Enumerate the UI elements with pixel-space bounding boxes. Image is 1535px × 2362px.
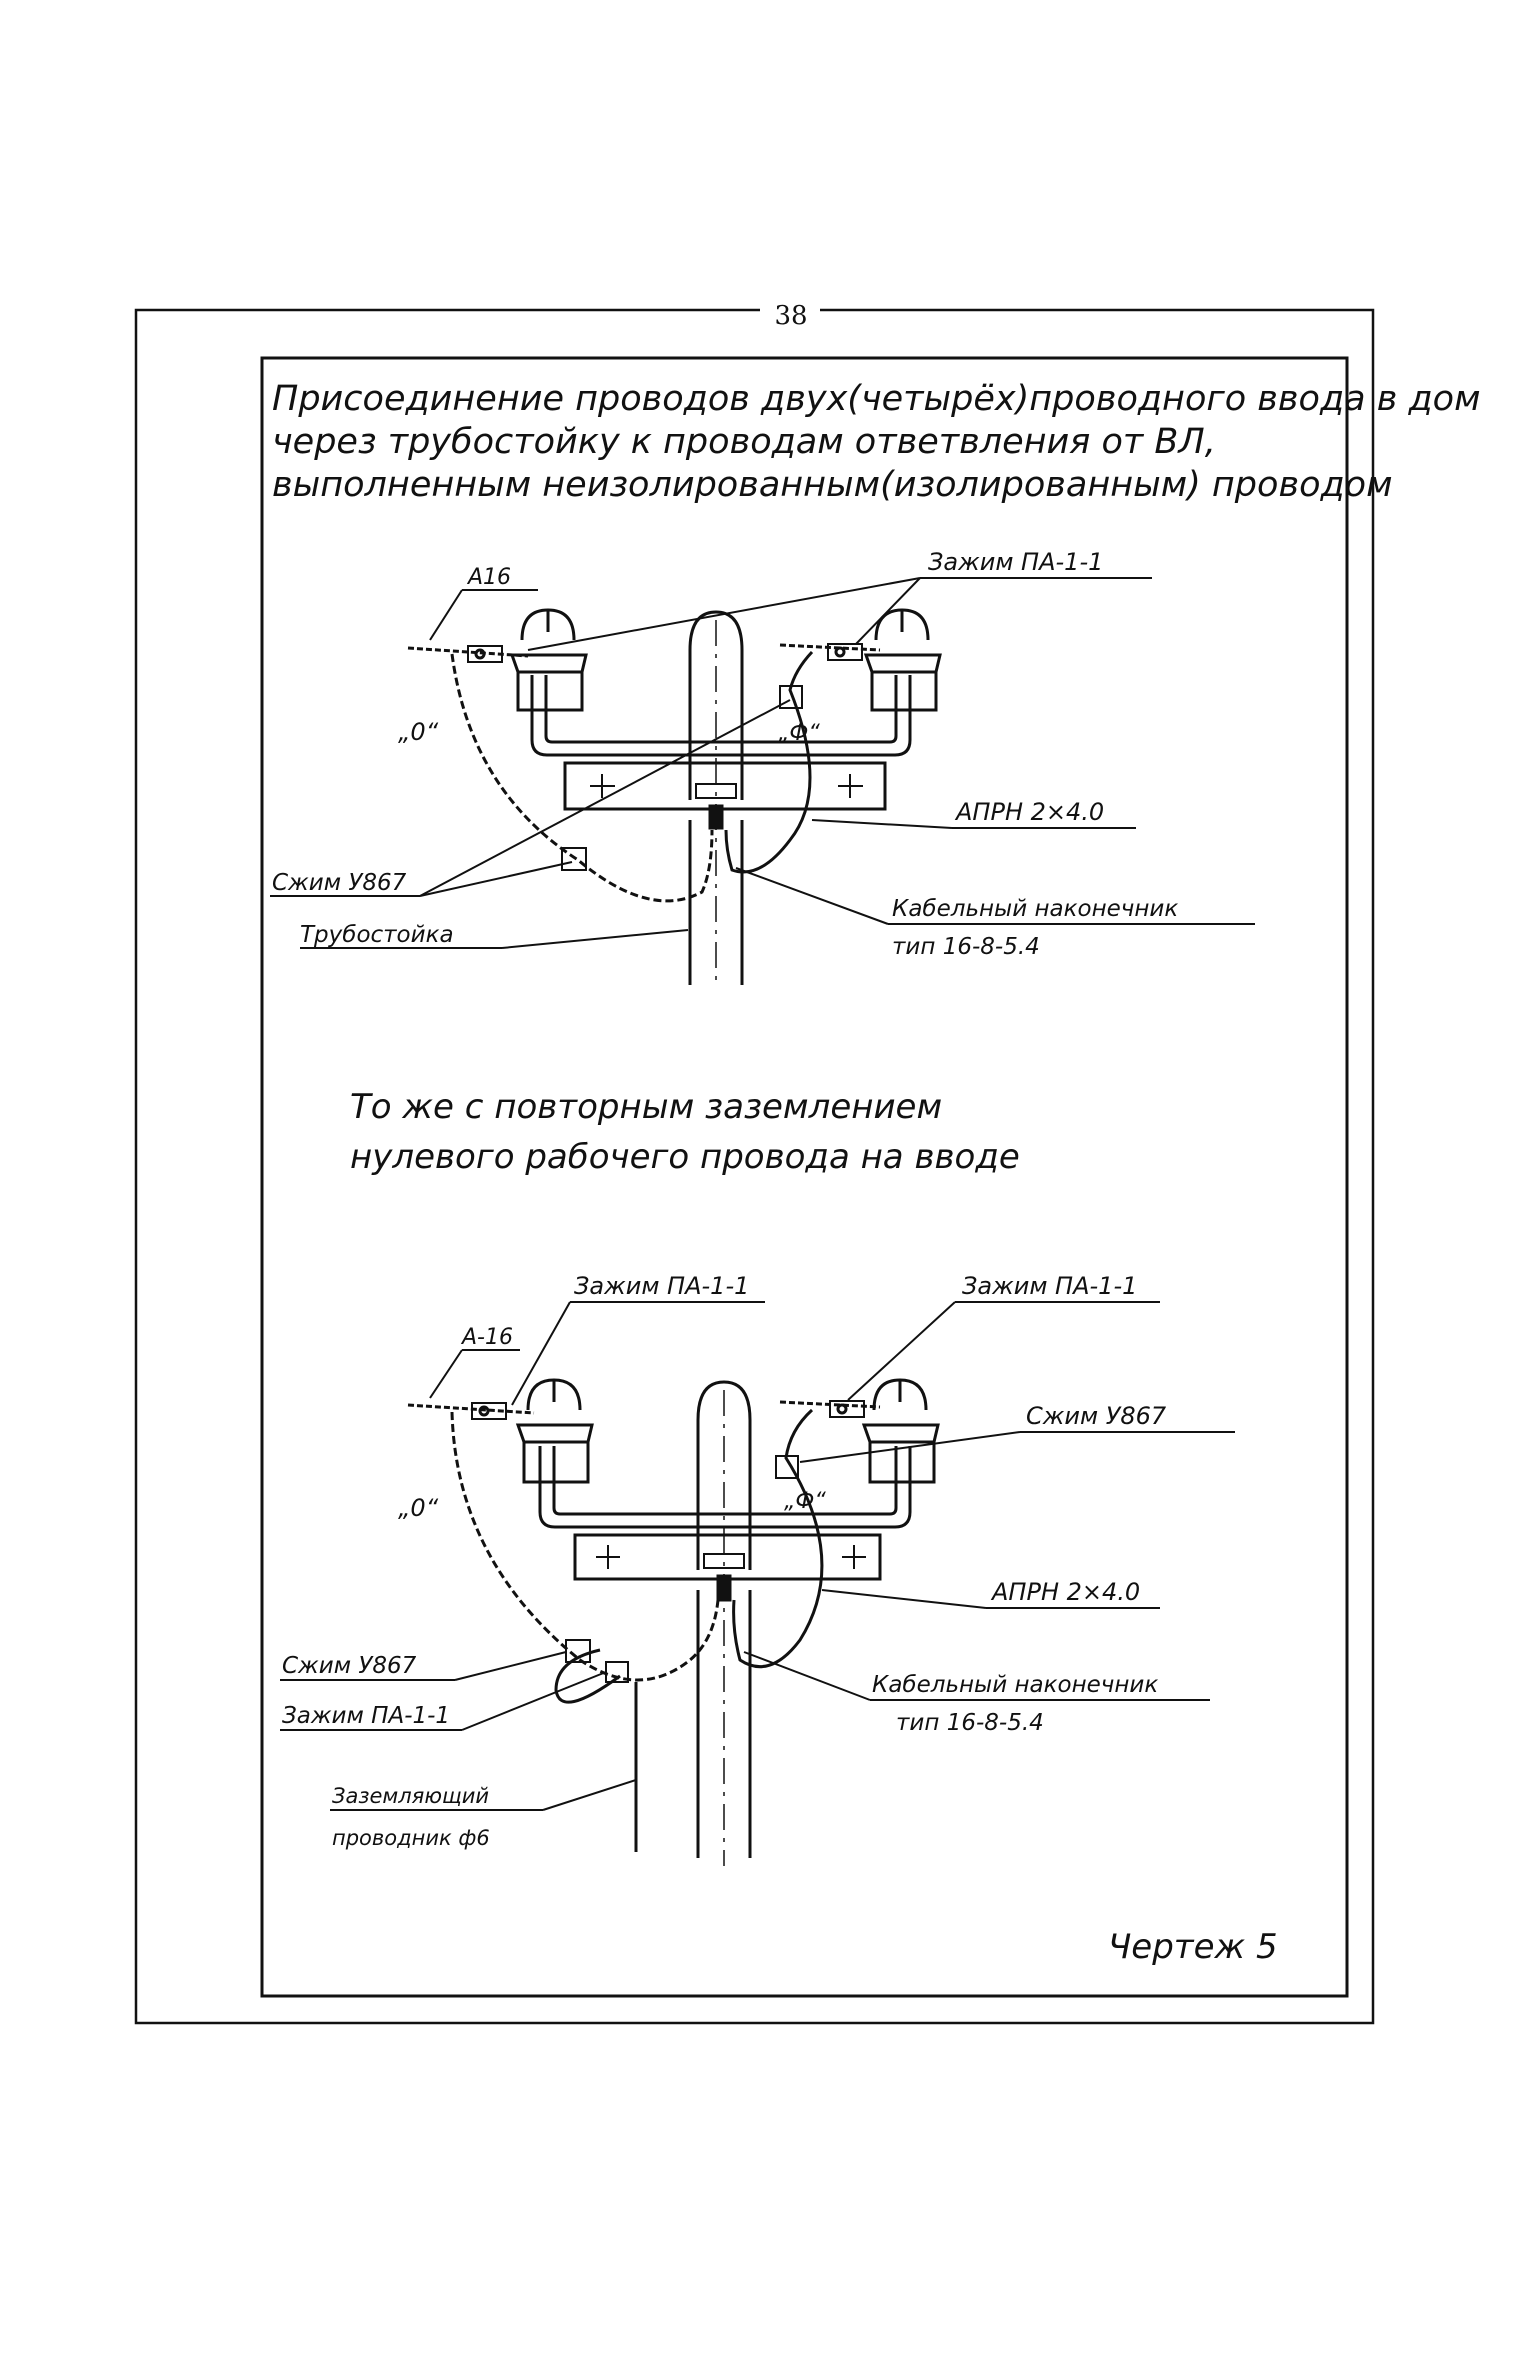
insulator-left-2 (515, 1378, 594, 1484)
subtitle-line-1: То же с повторным заземлением (350, 1087, 942, 1127)
neutral-splice-2 (565, 1639, 591, 1663)
d2-clamp-right-label: Зажим ПА-1-1 (962, 1272, 1137, 1300)
neutral-splice-1 (561, 847, 587, 871)
traverse-2 (538, 1446, 912, 1581)
page-number-gap (760, 296, 820, 324)
d2-lug-type-label: тип 16-8-5.4 (896, 1710, 1044, 1736)
d1-pipe-label: Трубостойка (300, 922, 454, 948)
d1-lug-type-label: тип 16-8-5.4 (892, 934, 1040, 960)
phase-splice-1 (779, 685, 803, 709)
title-line-1: Присоединение проводов двух(четырёх)пров… (272, 379, 1481, 419)
d2-lug-label: Кабельный наконечник (872, 1672, 1158, 1698)
insulator-left-1 (509, 608, 588, 712)
d2-splice-right-label: Сжим У867 (1026, 1402, 1167, 1430)
ground-loop-2 (554, 1648, 621, 1704)
outer-frame (134, 308, 1375, 2025)
d2-ground-label-1: Заземляющий (332, 1784, 489, 1808)
inner-frame (260, 356, 1349, 1998)
d1-neutral-label: „0“ (398, 718, 439, 746)
page-number: 38 (774, 301, 807, 331)
d2-clamp-left-label: Зажим ПА-1-1 (574, 1272, 749, 1300)
diagram-1 (270, 577, 1255, 985)
d2-cable-label: АПРН 2×4.0 (990, 1578, 1140, 1606)
title-line-3: выполненным неизолированным(изолированны… (272, 465, 1393, 505)
d2-neutral-label: „0“ (398, 1494, 439, 1522)
d1-phase-label: „Ф“ (778, 721, 820, 746)
d2-ground-label-2: проводник ф6 (332, 1826, 490, 1850)
pipe-mast-1 (688, 610, 744, 985)
d1-lug-label: Кабельный наконечник (892, 896, 1178, 922)
neutral-dropper-1 (450, 653, 714, 903)
leaders-2 (280, 1301, 1235, 1811)
line-conductors-1 (407, 643, 881, 663)
title-line-2: через трубостойку к проводам ответвления… (272, 422, 1216, 462)
d1-wire-label: А16 (466, 565, 511, 590)
subtitle-line-2: нулевого рабочего провода на вводе (350, 1137, 1020, 1177)
d2-clamp-ground-label: Зажим ПА-1-1 (282, 1703, 450, 1729)
line-conductors-2 (407, 1400, 881, 1420)
pipe-mast-2 (696, 1380, 752, 1866)
leaders-1 (270, 577, 1255, 949)
insulator-right-1 (863, 608, 942, 712)
insulator-right-2 (861, 1378, 940, 1484)
phase-dropper-2 (732, 1408, 824, 1669)
drawing-label: Чертеж 5 (1108, 1927, 1278, 1967)
d1-cable-label: АПРН 2×4.0 (954, 798, 1104, 826)
diagram-2 (280, 1301, 1235, 1866)
d1-splice-label: Сжим У867 (272, 870, 407, 896)
d2-splice-left-label: Сжим У867 (282, 1653, 417, 1679)
traverse-1 (530, 675, 912, 811)
d1-clamp-label: Зажим ПА-1-1 (928, 548, 1103, 576)
d2-wire-label: А-16 (460, 1325, 513, 1350)
d2-phase-label: „Ф“ (784, 1489, 826, 1514)
neutral-dropper-2 (450, 1411, 720, 1682)
phase-dropper-1 (724, 650, 814, 874)
phase-splice-2 (775, 1455, 799, 1479)
